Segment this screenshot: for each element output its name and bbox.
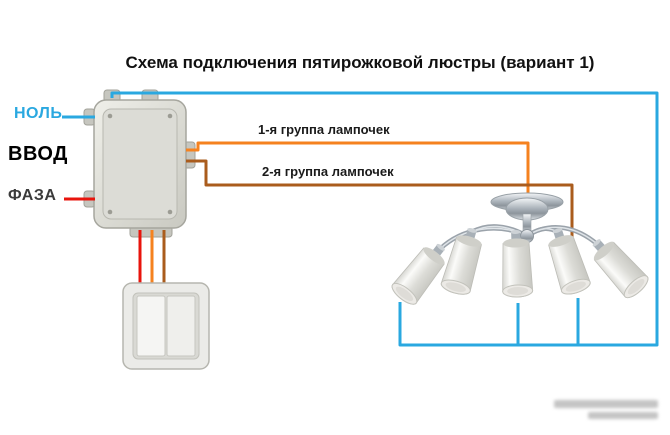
neutral-wire-loop xyxy=(110,91,659,347)
label-input: ВВОД xyxy=(8,143,68,165)
wires xyxy=(62,91,659,347)
diagram-title: Схема подключения пятирожковой люстры (в… xyxy=(125,53,595,72)
five-lamp-chandelier xyxy=(388,192,652,309)
phase-wire xyxy=(64,197,142,287)
screw-icon xyxy=(167,209,173,215)
junction-box-lid xyxy=(102,108,178,220)
watermark xyxy=(554,398,664,424)
screw-icon xyxy=(167,113,173,119)
screw-icon xyxy=(107,113,113,119)
two-gang-switch xyxy=(122,282,210,370)
watermark-bar xyxy=(588,412,658,419)
label-lamp-group-1: 1-я группа лампочек xyxy=(258,122,390,137)
label-neutral: НОЛЬ xyxy=(14,105,63,122)
switch-rocker-left xyxy=(136,295,166,357)
group2-wire xyxy=(162,159,574,287)
label-phase: ФАЗА xyxy=(8,187,57,204)
group1-wire xyxy=(150,141,530,287)
screw-icon xyxy=(107,209,113,215)
watermark-bar xyxy=(554,400,658,408)
label-lamp-group-2: 2-я группа лампочек xyxy=(262,164,394,179)
junction-box xyxy=(83,89,196,238)
switch-rocker-right xyxy=(166,295,196,357)
